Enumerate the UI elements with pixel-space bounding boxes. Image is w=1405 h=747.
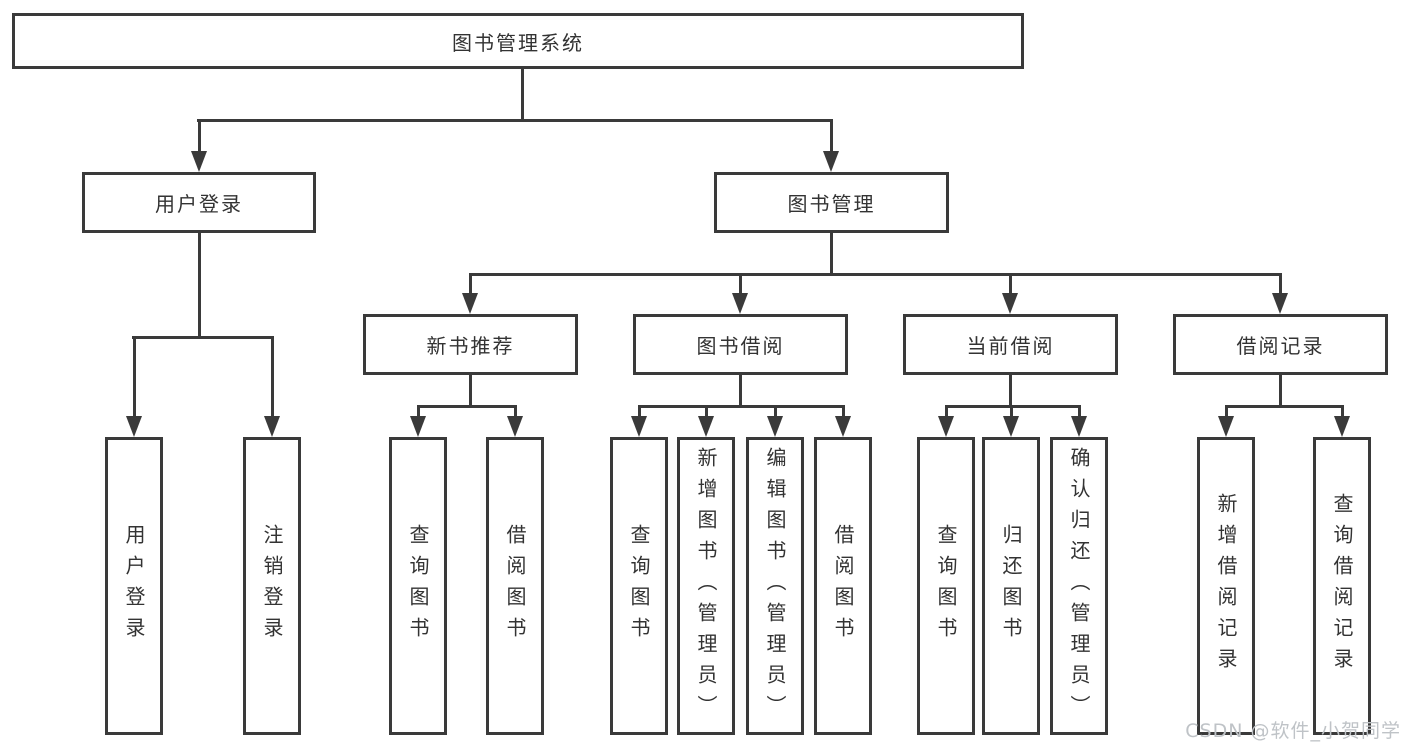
leaf-borrow-books-borrowing: 借阅图书 [814, 437, 872, 735]
arrowhead-borrow-record [1272, 293, 1288, 314]
leaf-borrow-books-recommend: 借阅图书 [486, 437, 544, 735]
leaf-return-books: 归还图书 [982, 437, 1040, 735]
node-label: 图书借阅 [696, 334, 785, 358]
arrowhead-leaf-return [1003, 416, 1019, 437]
arrowhead-new-book-rec [462, 293, 478, 314]
connector-to-leaf-logout [271, 336, 274, 416]
leaf-add-borrow-record: 新增借阅记录 [1197, 437, 1255, 735]
connector-to-current-borrow [1009, 273, 1012, 293]
connector-to-leaf-borrow1 [514, 405, 517, 416]
leaf-query-books-recommend: 查询图书 [389, 437, 447, 735]
arrowhead-leaf-borrow2 [835, 416, 851, 437]
node-library-management-system: 图书管理系统 [12, 13, 1024, 69]
arrowhead-book-mgmt [823, 151, 839, 172]
leaf-query-books-borrowing: 查询图书 [610, 437, 668, 735]
connector-to-leaf-borrow2 [842, 405, 845, 416]
leaf-edit-books-admin: 编辑图书（管理员） [746, 437, 804, 735]
connector-to-leaf-add-book [705, 405, 708, 416]
arrowhead-leaf-query1 [410, 416, 426, 437]
arrowhead-leaf-logout [264, 416, 280, 437]
connector-record-stem [1279, 375, 1282, 405]
connector-current-stem [1009, 375, 1012, 405]
arrowhead-book-borrow [732, 293, 748, 314]
connector-to-leaf-query1 [417, 405, 420, 416]
connector-book-borrow-stem [739, 375, 742, 405]
arrowhead-leaf-confirm [1071, 416, 1087, 437]
node-label: 当前借阅 [966, 334, 1055, 358]
node-borrowing-records: 借阅记录 [1173, 314, 1388, 375]
leaf-label: 用户登录 [122, 524, 146, 648]
connector-to-leaf-query2 [638, 405, 641, 416]
arrowhead-leaf-query3 [938, 416, 954, 437]
leaf-confirm-return-admin: 确认归还（管理员） [1050, 437, 1108, 735]
leaf-query-books-current: 查询图书 [917, 437, 975, 735]
arrowhead-leaf-login [126, 416, 142, 437]
node-user-login: 用户登录 [82, 172, 316, 233]
connector-to-new-book-rec [469, 273, 472, 293]
leaf-logout: 注销登录 [243, 437, 301, 735]
node-book-borrowing: 图书借阅 [633, 314, 848, 375]
node-book-management: 图书管理 [714, 172, 949, 233]
connector-to-leaf-confirm [1078, 405, 1081, 416]
connector-root-rail [197, 119, 833, 122]
leaf-label: 查询借阅记录 [1330, 493, 1354, 679]
connector-to-leaf-return [1010, 405, 1013, 416]
leaf-user-login: 用户登录 [105, 437, 163, 735]
node-label: 新书推荐 [426, 334, 515, 358]
connector-root-stem [521, 69, 524, 119]
connector-to-leaf-edit-book [774, 405, 777, 416]
connector-book-borrow-rail [638, 405, 845, 408]
connector-new-book-stem [469, 375, 472, 405]
arrowhead-user-login [191, 151, 207, 172]
connector-book-mgmt-rail [469, 273, 1282, 276]
arrowhead-leaf-add-book [698, 416, 714, 437]
arrowhead-leaf-borrow1 [507, 416, 523, 437]
arrowhead-leaf-query-rec [1334, 416, 1350, 437]
arrowhead-leaf-edit-book [767, 416, 783, 437]
node-current-borrowing: 当前借阅 [903, 314, 1118, 375]
node-label: 图书管理系统 [452, 30, 584, 55]
node-new-book-recommend: 新书推荐 [363, 314, 578, 375]
node-label: 借阅记录 [1236, 334, 1325, 358]
connector-record-rail [1225, 405, 1343, 408]
connector-to-leaf-query-rec [1341, 405, 1344, 416]
connector-to-book-mgmt [830, 119, 833, 151]
watermark-text: CSDN @软件_小贺同学 [1185, 720, 1401, 742]
node-label: 用户登录 [155, 192, 243, 216]
connector-book-mgmt-stem [830, 233, 833, 273]
leaf-label: 确认归还（管理员） [1067, 446, 1091, 726]
connector-to-user-login [198, 119, 201, 151]
connector-to-borrow-record [1279, 273, 1282, 293]
leaf-label: 查询图书 [406, 524, 430, 648]
leaf-label: 借阅图书 [503, 524, 527, 648]
connector-user-login-rail [132, 336, 274, 339]
leaf-label: 新增图书（管理员） [694, 446, 718, 726]
arrowhead-leaf-query2 [631, 416, 647, 437]
leaf-label: 新增借阅记录 [1214, 493, 1238, 679]
leaf-label: 查询图书 [934, 524, 958, 648]
connector-to-leaf-login [133, 336, 136, 416]
connector-to-leaf-add-rec [1225, 405, 1228, 416]
leaf-query-borrow-record: 查询借阅记录 [1313, 437, 1371, 735]
leaf-add-books-admin: 新增图书（管理员） [677, 437, 735, 735]
leaf-label: 借阅图书 [831, 524, 855, 648]
connector-to-book-borrow [739, 273, 742, 293]
node-label: 图书管理 [787, 192, 876, 216]
arrowhead-leaf-add-rec [1218, 416, 1234, 437]
leaf-label: 编辑图书（管理员） [763, 446, 787, 726]
leaf-label: 注销登录 [260, 524, 284, 648]
arrowhead-current-borrow [1002, 293, 1018, 314]
connector-current-rail [945, 405, 1081, 408]
connector-new-book-rail [417, 405, 517, 408]
leaf-label: 查询图书 [627, 524, 651, 648]
leaf-label: 归还图书 [999, 524, 1023, 648]
connector-user-login-stem [198, 233, 201, 336]
connector-to-leaf-query3 [945, 405, 948, 416]
